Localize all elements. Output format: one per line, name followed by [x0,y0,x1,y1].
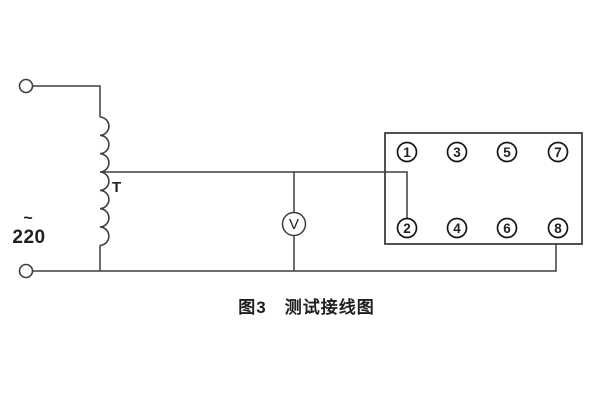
terminal-7-circle-icon [547,141,569,163]
terminal-8-circle-icon [547,217,569,239]
terminal-1: 1 [396,141,418,163]
figure-caption: 图3 测试接线图 [238,298,375,317]
voltmeter-circle-icon [281,211,307,237]
source-terminal-top [18,78,34,94]
terminal-6-label: 6 [503,221,511,236]
wire-bottom-bus [33,244,557,272]
terminal-4-label: 4 [453,221,461,236]
terminal-6-circle-icon [496,217,518,239]
voltmeter-label: V [289,216,299,233]
terminal-2-label: 2 [403,221,411,236]
terminal-2-circle-icon [396,217,418,239]
source-voltage-label: 220 [12,227,45,248]
terminal-7-label: 7 [554,145,562,160]
terminal-3-label: 3 [453,145,461,160]
source-terminal-bottom [18,263,34,279]
terminal-2: 2 [396,217,418,239]
transformer-coil [99,116,110,247]
terminal-8-label: 8 [554,221,562,236]
terminal-1-circle-icon [396,141,418,163]
terminal-1-label: 1 [403,145,411,160]
relay-terminal-box [384,132,583,245]
terminal-5-circle-icon [496,141,518,163]
terminal-3: 3 [446,141,468,163]
terminal-6: 6 [496,217,518,239]
terminal-5-label: 5 [503,145,511,160]
voltmeter: V [281,211,307,237]
terminal-5: 5 [496,141,518,163]
terminal-4-circle-icon [446,217,468,239]
terminal-4: 4 [446,217,468,239]
wire-tap-to-terminal-2 [101,171,408,219]
terminal-8: 8 [547,217,569,239]
terminal-7: 7 [547,141,569,163]
transformer-label: T [112,179,121,196]
wire-source-top [33,85,101,117]
terminal-3-circle-icon [446,141,468,163]
ac-symbol: ~ [23,210,32,227]
